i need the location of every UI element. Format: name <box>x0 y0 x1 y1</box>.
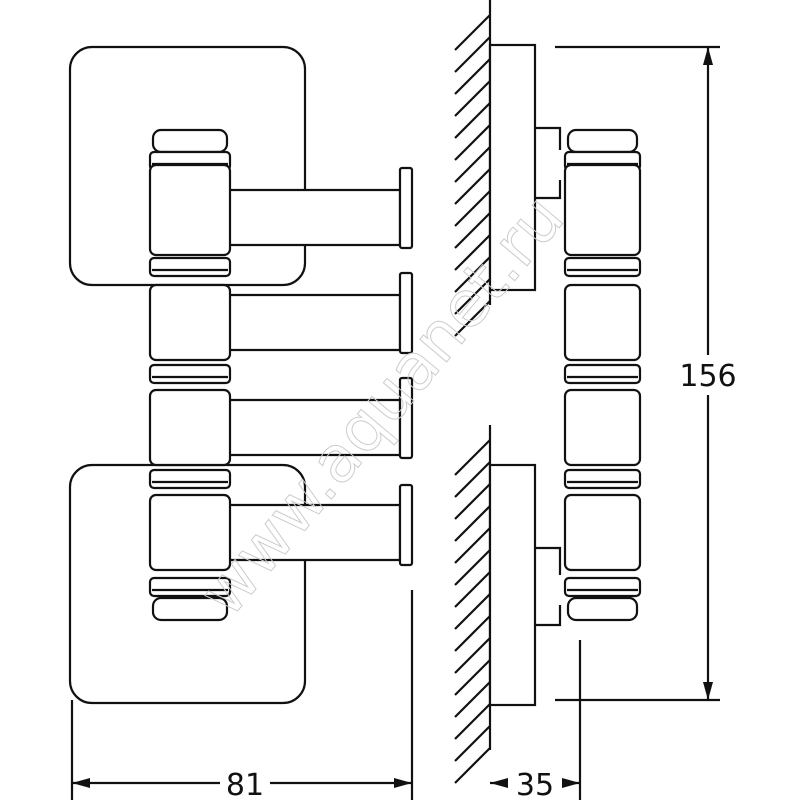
hatch-line <box>454 124 491 161</box>
bracket-bottom <box>535 546 562 575</box>
column-segment <box>563 283 642 362</box>
column-segment <box>563 163 642 257</box>
column-ring <box>148 576 232 598</box>
hatch-line <box>454 483 491 520</box>
hook-arm <box>212 293 402 352</box>
hatch-line <box>454 571 491 608</box>
hatch-line <box>454 102 491 139</box>
hook-end-cap <box>398 271 414 355</box>
hatch-line <box>454 615 491 652</box>
hatch-line <box>454 80 491 117</box>
bracket-bottom-lower <box>535 605 562 627</box>
hatch-line <box>454 278 491 315</box>
column-top-cap <box>151 128 229 154</box>
column-ring <box>148 256 232 278</box>
side-view <box>454 0 642 784</box>
hatch-line <box>454 527 491 564</box>
width-dimension-label: 81 <box>226 768 264 800</box>
column-segment <box>148 388 232 467</box>
height-dimension-label: 156 <box>679 359 736 394</box>
hatch-line <box>454 703 491 740</box>
column-bottom-cap <box>151 596 229 622</box>
dimension-lines: 81 35 156 <box>70 45 744 800</box>
hatch-line <box>454 212 491 249</box>
column-segment <box>148 163 232 257</box>
hook-end-cap <box>398 483 414 567</box>
hatch-line <box>454 36 491 73</box>
hatch-line <box>454 593 491 630</box>
column-ring <box>148 363 232 385</box>
hatch-line <box>454 659 491 696</box>
hatch-line <box>454 725 491 762</box>
column-ring <box>148 468 232 490</box>
hatch-line <box>454 747 491 784</box>
hatch-line <box>454 190 491 227</box>
column-bottom-cap <box>566 596 639 622</box>
hatch-line <box>454 168 491 205</box>
hatch-line <box>454 256 491 293</box>
front-view <box>68 45 414 705</box>
column-ring <box>563 576 642 598</box>
column-segment <box>563 388 642 467</box>
hatch-line <box>454 58 491 95</box>
column-ring <box>563 468 642 490</box>
bracket-top-lower <box>535 180 562 200</box>
hatch-line <box>454 146 491 183</box>
hatch-line <box>454 681 491 718</box>
column-segment <box>148 283 232 362</box>
hook-end-cap <box>398 166 414 250</box>
side-plate-top <box>488 43 537 292</box>
hatch-line <box>454 300 491 337</box>
hook-arm <box>212 188 402 247</box>
wall-hatching <box>454 14 491 784</box>
hatch-line <box>454 637 491 674</box>
hatch-line <box>454 234 491 271</box>
hatch-line <box>454 505 491 542</box>
depth-dimension-label: 35 <box>516 768 554 800</box>
column-ring <box>563 256 642 278</box>
column-segment <box>563 493 642 572</box>
bracket-top <box>535 126 562 150</box>
column-top-cap <box>566 128 639 154</box>
hatch-line <box>454 461 491 498</box>
hatch-line <box>454 14 491 51</box>
hatch-line <box>454 549 491 586</box>
side-plate-bottom <box>488 463 537 707</box>
hatch-line <box>454 439 491 476</box>
hook-end-cap <box>398 376 414 460</box>
column-segment <box>148 493 232 572</box>
column-ring <box>563 363 642 385</box>
